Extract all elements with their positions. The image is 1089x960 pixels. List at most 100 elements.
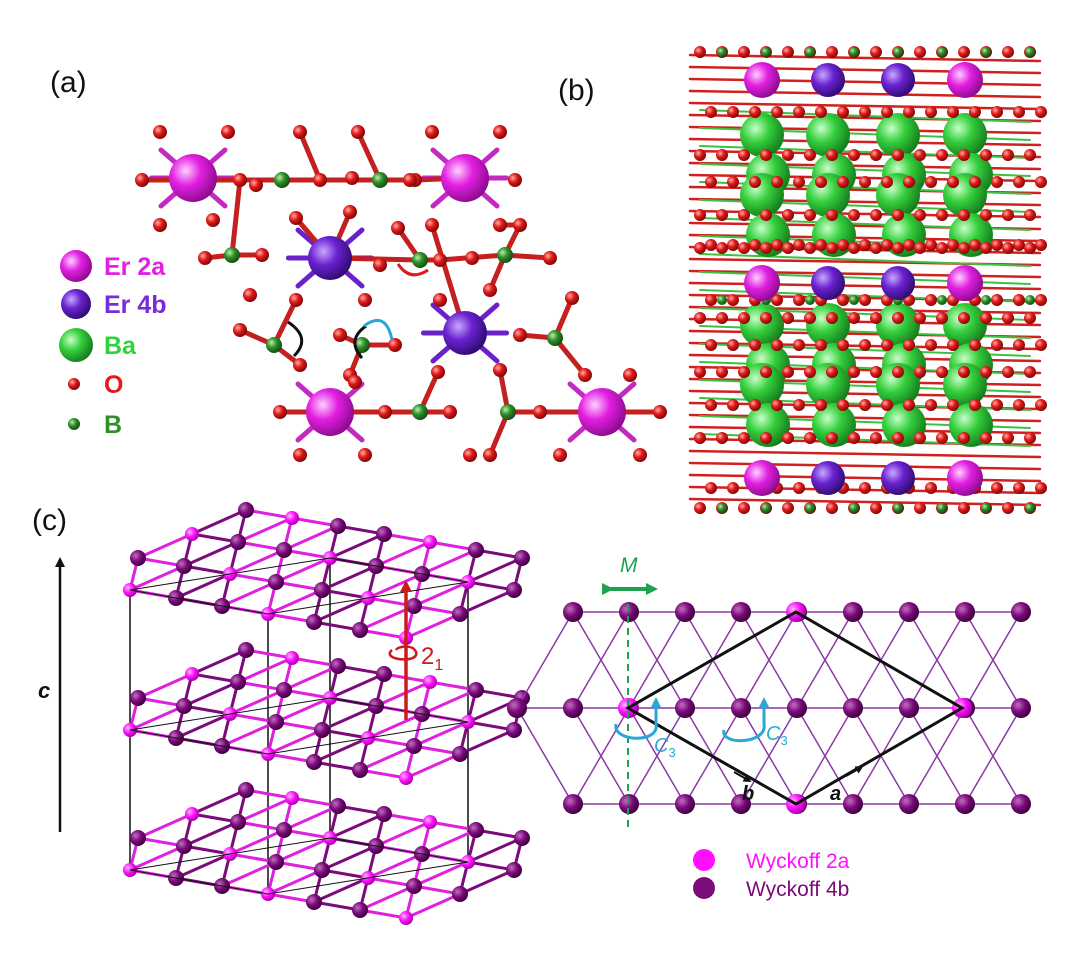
wyckoff-4b-site: [268, 574, 284, 590]
oxygen-atom: [705, 106, 717, 118]
wyckoff-4b-site: [1011, 602, 1031, 622]
lattice-bond: [128, 844, 186, 872]
wyckoff-4b-site: [314, 722, 330, 738]
boron-atom: [412, 404, 428, 420]
oxygen-atom: [378, 405, 392, 419]
wyckoff-4b-site: [130, 550, 146, 566]
lattice-bond: [366, 572, 424, 600]
wyckoff-2a-site: [399, 911, 413, 925]
oxygen-atom: [914, 432, 926, 444]
oxygen-atom: [826, 366, 838, 378]
oxygen-atom: [483, 448, 497, 462]
lattice-line: [740, 707, 798, 805]
lattice-line: [964, 611, 1022, 709]
er2a-atom: [441, 154, 489, 202]
angle-arc-blue: [363, 318, 394, 341]
boron-atom: [500, 404, 516, 420]
wyckoff-4b-site: [468, 542, 484, 558]
boron-atom: [497, 247, 513, 263]
oxygen-atom: [804, 149, 816, 161]
lattice-bond: [412, 860, 470, 888]
bond-haze-green: [699, 253, 1031, 267]
panel-b: (b): [558, 46, 1047, 514]
oxygen-atom: [870, 242, 882, 254]
oxygen-atom: [543, 251, 557, 265]
boron-atom: [224, 247, 240, 263]
oxygen-atom: [782, 312, 794, 324]
oxygen-atom: [991, 482, 1003, 494]
legend-er2a-swatch: [60, 250, 92, 282]
lattice-bond: [236, 796, 294, 824]
wyckoff-4b-site: [352, 622, 368, 638]
lattice-bond: [274, 696, 332, 724]
oxygen-atom: [1002, 432, 1014, 444]
oxygen-atom: [892, 149, 904, 161]
wyckoff-4b-site: [352, 902, 368, 918]
oxygen-atom: [804, 312, 816, 324]
oxygen-atom: [716, 432, 728, 444]
oxygen-atom: [1024, 209, 1036, 221]
legend-er2a-label: Er 2a: [104, 253, 166, 281]
oxygen-atom: [255, 248, 269, 262]
oxygen-atom: [859, 399, 871, 411]
ba-atom: [806, 363, 850, 407]
mirror-label: M: [620, 554, 638, 577]
boron-atom: [805, 47, 815, 57]
oxygen-atom: [694, 432, 706, 444]
legend-ba: Ba: [59, 328, 137, 362]
oxygen-atom: [991, 176, 1003, 188]
oxygen-atom: [345, 171, 359, 185]
oxygen-atom: [947, 339, 959, 351]
oxygen-atom: [936, 209, 948, 221]
oxygen-atom: [892, 242, 904, 254]
boron-atom: [937, 47, 947, 57]
boron-atom: [981, 47, 991, 57]
lattice-bond: [358, 884, 416, 912]
oxygen-atom: [694, 46, 706, 58]
bond-haze: [688, 89, 1042, 99]
lattice-bond: [458, 588, 516, 616]
wyckoff-2a-site: [285, 511, 299, 525]
lattice-bond: [136, 812, 194, 840]
er2a-atom: [169, 154, 217, 202]
lattice-line: [964, 707, 1022, 805]
bond-b-o: [297, 129, 323, 183]
oxygen-atom: [837, 399, 849, 411]
oxygen-atom: [333, 328, 347, 342]
oxygen-atom: [465, 251, 479, 265]
oxygen-atom: [903, 106, 915, 118]
oxygen-atom: [705, 294, 717, 306]
wyckoff-4b-site: [468, 822, 484, 838]
wyckoff-4b-site: [238, 502, 254, 518]
oxygen-atom: [980, 366, 992, 378]
oxygen-atom: [969, 176, 981, 188]
oxygen-atom: [936, 366, 948, 378]
oxygen-atom: [925, 239, 937, 251]
wyckoff-4b-site: [330, 518, 346, 534]
oxygen-atom: [848, 209, 860, 221]
boron-atom: [761, 503, 771, 513]
oxygen-atom: [749, 239, 761, 251]
wyckoff-4b-site: [276, 542, 292, 558]
wyckoff-4b-site: [406, 878, 422, 894]
oxygen-atom: [804, 432, 816, 444]
wyckoff-2a-site: [423, 815, 437, 829]
oxygen-atom: [870, 209, 882, 221]
oxygen-atom: [694, 366, 706, 378]
wyckoff-2a-label: Wyckoff 2a: [746, 850, 850, 873]
oxygen-atom: [848, 312, 860, 324]
wyckoff-2a-site: [285, 791, 299, 805]
lattice-bond: [274, 836, 332, 864]
lattice-bond: [320, 704, 378, 732]
oxygen-atom: [694, 242, 706, 254]
lattice-line: [796, 707, 854, 805]
wyckoff-4b-site: [376, 666, 392, 682]
wyckoff-4b-site: [506, 722, 522, 738]
lattice-bond: [404, 752, 462, 780]
oxygen-atom: [936, 432, 948, 444]
c3-label-right: C3: [766, 723, 788, 748]
oxygen-atom: [153, 218, 167, 232]
oxygen-atom: [782, 366, 794, 378]
er4b-atom: [881, 461, 915, 495]
oxygen-atom: [859, 482, 871, 494]
